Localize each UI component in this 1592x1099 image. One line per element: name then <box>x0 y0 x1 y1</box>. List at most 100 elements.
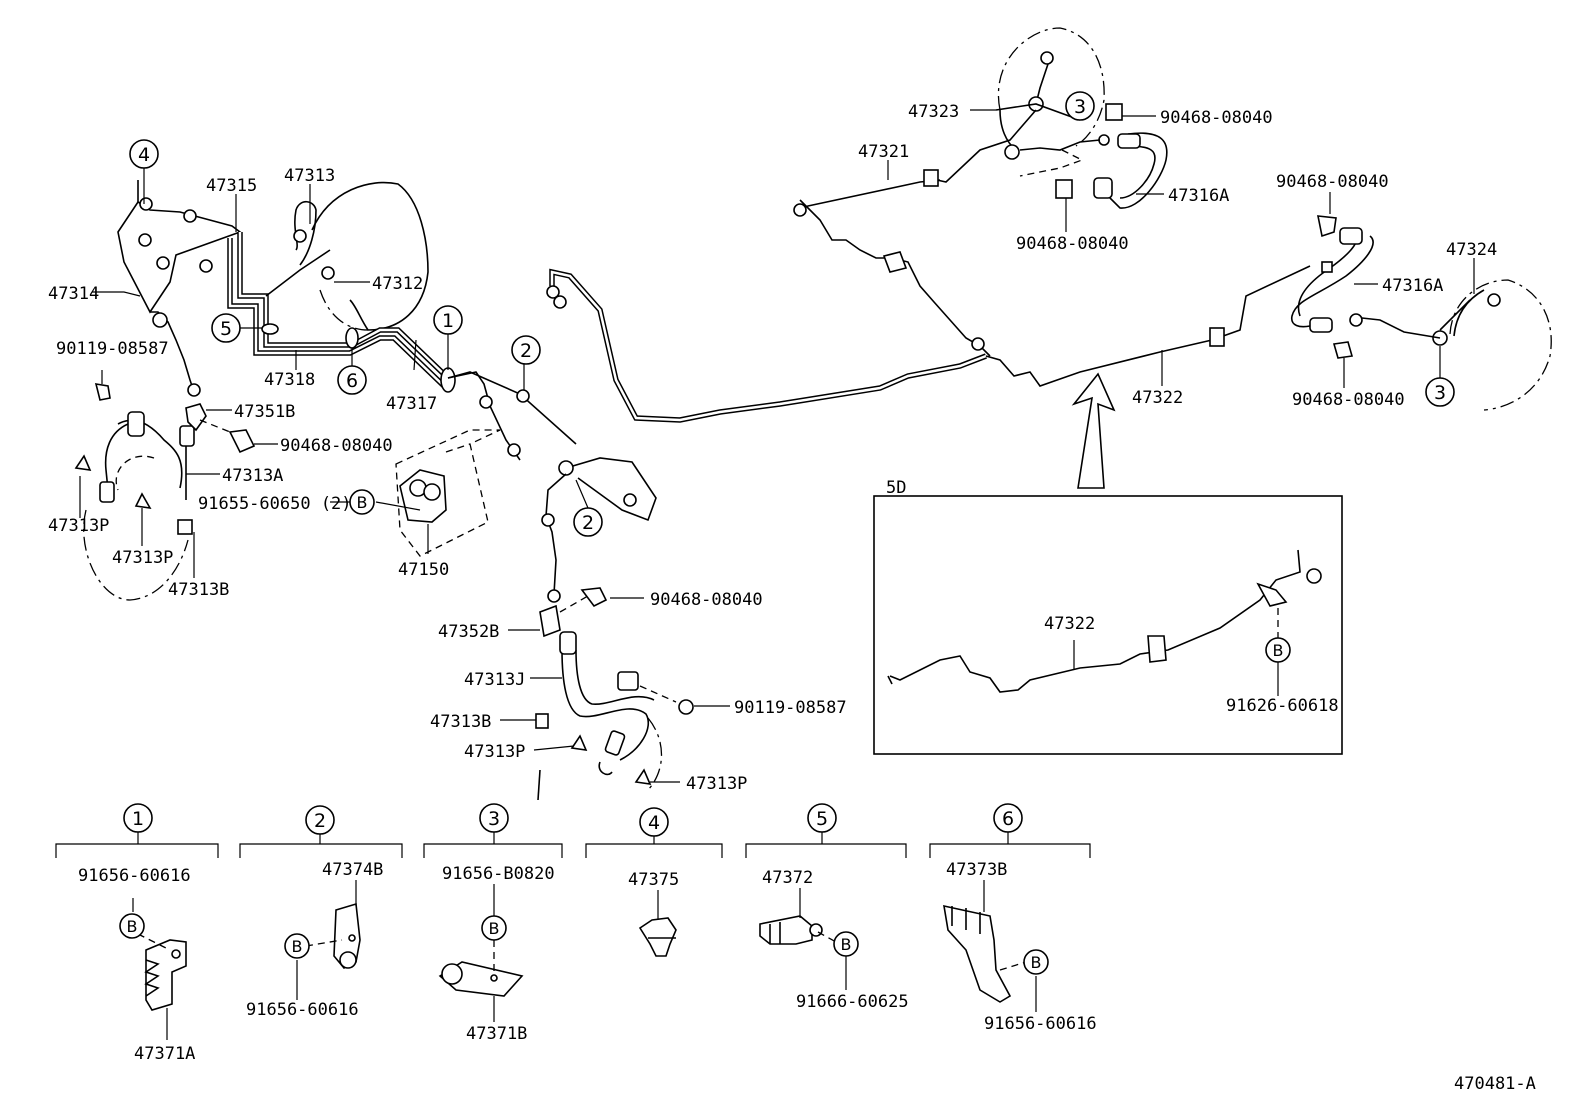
group-3-bolt: 91656-B0820 <box>442 864 555 884</box>
svg-text:B: B <box>127 917 138 936</box>
group-2-bolt: 91656-60616 <box>246 1000 359 1020</box>
svg-text:4: 4 <box>138 144 150 166</box>
clip-90468-c <box>1105 103 1123 121</box>
label-47313P-b: 47313P <box>112 548 173 568</box>
bolt-90119-a <box>94 383 111 401</box>
svg-text:B: B <box>1031 953 1042 972</box>
clamp-5 <box>261 323 279 335</box>
front-left-brake-assembly <box>74 180 521 601</box>
label-47321: 47321 <box>858 142 909 162</box>
label-47317: 47317 <box>386 394 437 414</box>
label-47316A-b: 47316A <box>1382 276 1443 296</box>
svg-text:6: 6 <box>346 370 358 392</box>
group-6-part: 47373B <box>946 860 1007 880</box>
svg-text:2: 2 <box>582 512 594 534</box>
group-6-bracket <box>929 843 1091 858</box>
label-47352B: 47352B <box>438 622 499 642</box>
clip-90468-b <box>580 587 608 608</box>
label-47313P-a: 47313P <box>48 516 109 536</box>
detail-group-2: 2 47374B B 91656-60616 <box>246 805 383 1020</box>
group-1-bracket <box>55 843 219 858</box>
clip-90468-f <box>1332 341 1354 359</box>
label-90119-08587-b: 90119-08587 <box>734 698 847 718</box>
svg-text:3: 3 <box>1074 96 1086 118</box>
group-5-number: 5 <box>816 808 828 830</box>
svg-text:3: 3 <box>1434 382 1446 404</box>
clamp-1 <box>440 367 456 393</box>
label-91655-60650: 91655-60650 (2) <box>198 494 352 514</box>
inset-tube-47322 <box>889 549 1301 693</box>
group-6-number: 6 <box>1002 808 1014 830</box>
svg-text:B: B <box>489 919 500 938</box>
rear-brake-assembly <box>793 27 1552 489</box>
label-47313B-a: 47313B <box>168 580 229 600</box>
label-47313A: 47313A <box>222 466 283 486</box>
svg-text:5: 5 <box>220 318 232 340</box>
group-1-part: 47371A <box>134 1044 195 1064</box>
label-47316A-a: 47316A <box>1168 186 1229 206</box>
callout-2-main-a: 2 <box>511 335 541 365</box>
group-3-part: 47371B <box>466 1024 527 1044</box>
label-47318: 47318 <box>264 370 315 390</box>
clip-47313P-b <box>134 492 152 510</box>
group-4-part: 47375 <box>628 870 679 890</box>
callout-1-main: 1 <box>433 305 463 335</box>
brake-tube-47321 <box>795 179 941 211</box>
inset-frame <box>873 495 1343 755</box>
clamp-47371A <box>145 939 187 1011</box>
clip-47313P-a <box>74 454 92 471</box>
group-2-part: 47374B <box>322 860 383 880</box>
booster-outline <box>311 181 429 331</box>
clamp-6 <box>345 327 359 349</box>
group-1-number: 1 <box>132 808 144 830</box>
label-47322: 47322 <box>1132 388 1183 408</box>
label-47313J: 47313J <box>464 670 525 690</box>
callout-b-main: B <box>349 489 375 515</box>
callout-markers: 4 5 6 1 2 2 3 3 <box>129 91 1455 663</box>
svg-text:2: 2 <box>520 340 532 362</box>
clip-47375 <box>638 917 677 957</box>
svg-text:B: B <box>357 493 368 512</box>
inset-pointer-arrow <box>1071 372 1116 489</box>
rear-left-drum <box>997 27 1105 147</box>
svg-text:1: 1 <box>442 310 454 332</box>
group-2-number: 2 <box>314 810 326 832</box>
detail-group-3: 3 91656-B0820 B 47371B <box>442 803 555 1044</box>
clip-90468-d <box>1055 179 1073 199</box>
label-47313: 47313 <box>284 166 335 186</box>
detail-group-5: 5 47372 B 91666-60625 <box>762 803 909 1012</box>
group-5-part: 47372 <box>762 868 813 888</box>
label-47315: 47315 <box>206 176 257 196</box>
svg-text:B: B <box>841 935 852 954</box>
callout-3-main-b: 3 <box>1425 377 1455 407</box>
label-47323: 47323 <box>908 102 959 122</box>
label-90468-08040-a: 90468-08040 <box>280 436 393 456</box>
label-47313P-d: 47313P <box>686 774 747 794</box>
label-47312: 47312 <box>372 274 423 294</box>
label-47351B: 47351B <box>234 402 295 422</box>
label-47324: 47324 <box>1446 240 1497 260</box>
clip-47313P-c <box>570 734 588 751</box>
svg-text:B: B <box>292 937 303 956</box>
label-90468-08040-c: 90468-08040 <box>1160 108 1273 128</box>
group-6-bolt: 91656-60616 <box>984 1014 1097 1034</box>
brake-tube-47322 <box>985 265 1311 387</box>
clamp-47372 <box>759 915 813 945</box>
rear-right-drum <box>1449 279 1552 411</box>
callout-4-main: 4 <box>129 139 159 169</box>
clamp-47373B <box>943 904 1012 1003</box>
label-90468-08040-b: 90468-08040 <box>650 590 763 610</box>
group-5-bracket <box>745 843 907 858</box>
detail-group-4: 4 47375 <box>628 807 679 890</box>
callout-6-main: 6 <box>337 365 367 395</box>
detail-group-1: 1 91656-60616 B 47371A <box>78 803 195 1064</box>
brake-tube-long <box>549 268 987 423</box>
label-91626-60618: 91626-60618 <box>1226 696 1339 716</box>
label-90468-08040-d: 90468-08040 <box>1016 234 1129 254</box>
label-47314: 47314 <box>48 284 99 304</box>
detail-groups <box>55 832 1091 1040</box>
group-5-bolt: 91666-60625 <box>796 992 909 1012</box>
figure-id: 470481-A <box>1454 1074 1536 1094</box>
callout-3-main-a: 3 <box>1065 91 1095 121</box>
